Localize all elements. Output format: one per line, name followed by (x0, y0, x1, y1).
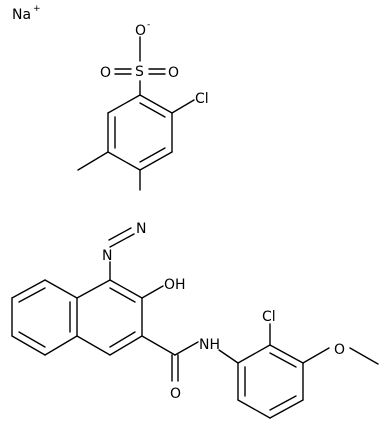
sulfonate-s-label: S (135, 64, 144, 80)
methoxy-o-label: O (334, 342, 345, 358)
chloro-aryl-label: Cl (262, 309, 276, 325)
azo-n-upper-label: N (136, 221, 146, 237)
sulfonate-group-bonds (114, 36, 166, 96)
amide-o-label: O (170, 386, 181, 402)
azo-n-lower-label: N (102, 248, 112, 264)
sulfonate-o-left-label: O (100, 65, 111, 81)
azo-bonds (108, 169, 141, 281)
ring-substituent-bonds (77, 99, 195, 171)
hydroxyl-label: OH (164, 277, 186, 293)
sodium-charge: + (33, 4, 41, 14)
sulfonate-o-minus-charge: - (147, 20, 150, 30)
sulfonate-o-minus-label: O (135, 23, 146, 39)
aniline-substituent-bonds (269, 323, 379, 365)
amide-nh-label: NH (199, 337, 220, 353)
chloro-top-label: Cl (195, 91, 209, 107)
naphthalene-substituent-bonds (141, 285, 239, 382)
aniline-benzene-ring (237, 344, 304, 419)
sulfonate-benzene-ring (107, 94, 173, 171)
sodium-label: Na (12, 7, 31, 23)
sulfonate-o-right-label: O (168, 65, 179, 81)
naphthalene-rings (11, 279, 143, 356)
